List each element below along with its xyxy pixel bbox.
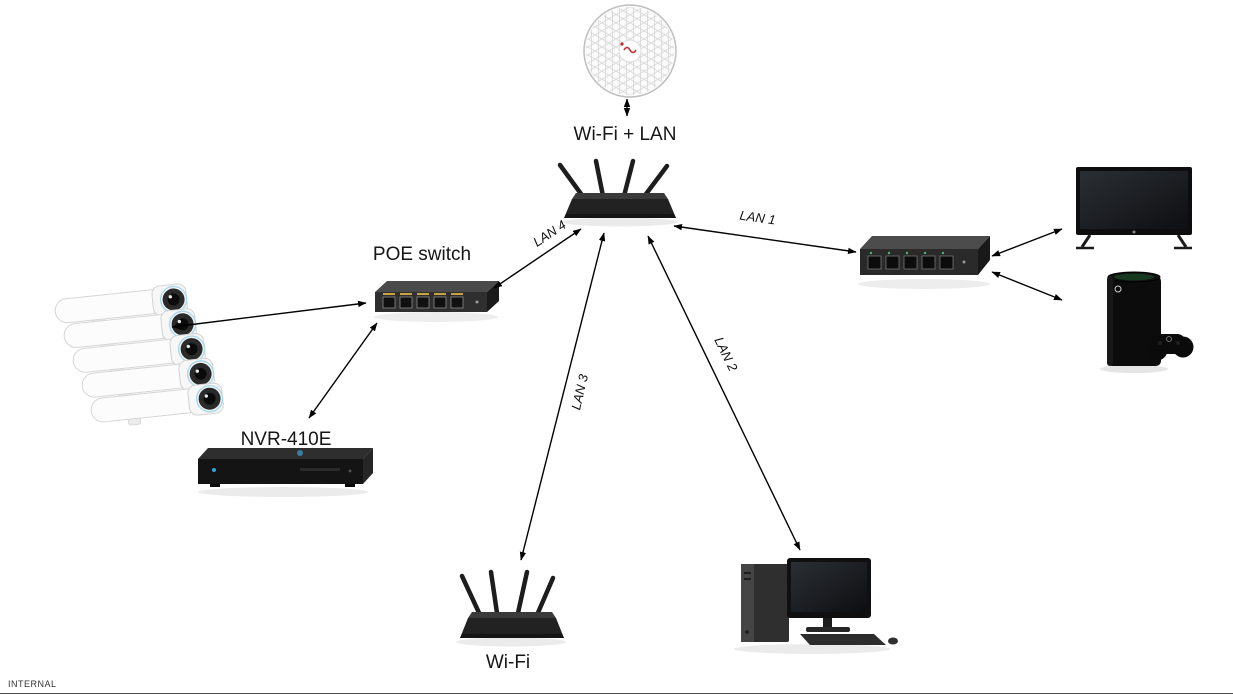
antenna-link-label: Wi-Fi + LAN bbox=[574, 124, 677, 145]
link-lan3 bbox=[519, 232, 606, 561]
wifi-router-2-icon bbox=[456, 569, 566, 647]
lan2-label: LAN 2 bbox=[711, 334, 741, 374]
game-console-icon bbox=[1100, 271, 1194, 373]
lan3-label: LAN 3 bbox=[568, 372, 591, 411]
link-poe-switch-nvr bbox=[308, 322, 378, 419]
link-switch-console bbox=[991, 271, 1063, 301]
wifi-router-label: Wi-Fi bbox=[486, 652, 530, 673]
lan4-label: LAN 4 bbox=[530, 217, 568, 250]
wifi-router-icon bbox=[557, 158, 678, 227]
gamepad-icon bbox=[1146, 334, 1194, 361]
lan1-label: LAN 1 bbox=[739, 208, 777, 228]
internal-watermark: INTERNAL bbox=[8, 679, 57, 689]
link-lan2 bbox=[647, 235, 801, 551]
wireless-mesh-antenna-icon bbox=[583, 4, 677, 98]
link-switch-tv bbox=[991, 228, 1063, 257]
tv-icon bbox=[1076, 167, 1192, 250]
nvr-label: NVR-410E bbox=[241, 429, 332, 450]
poe-switch-label: POE switch bbox=[373, 244, 471, 265]
desktop-pc-icon bbox=[734, 558, 898, 654]
security-cameras-icon bbox=[54, 283, 224, 426]
nvr-recorder-icon bbox=[198, 448, 373, 497]
link-cameras-poe-switch bbox=[171, 300, 367, 330]
link-lan1 bbox=[673, 223, 857, 255]
poe-switch-icon bbox=[374, 281, 499, 322]
ethernet-switch-icon bbox=[858, 236, 990, 289]
